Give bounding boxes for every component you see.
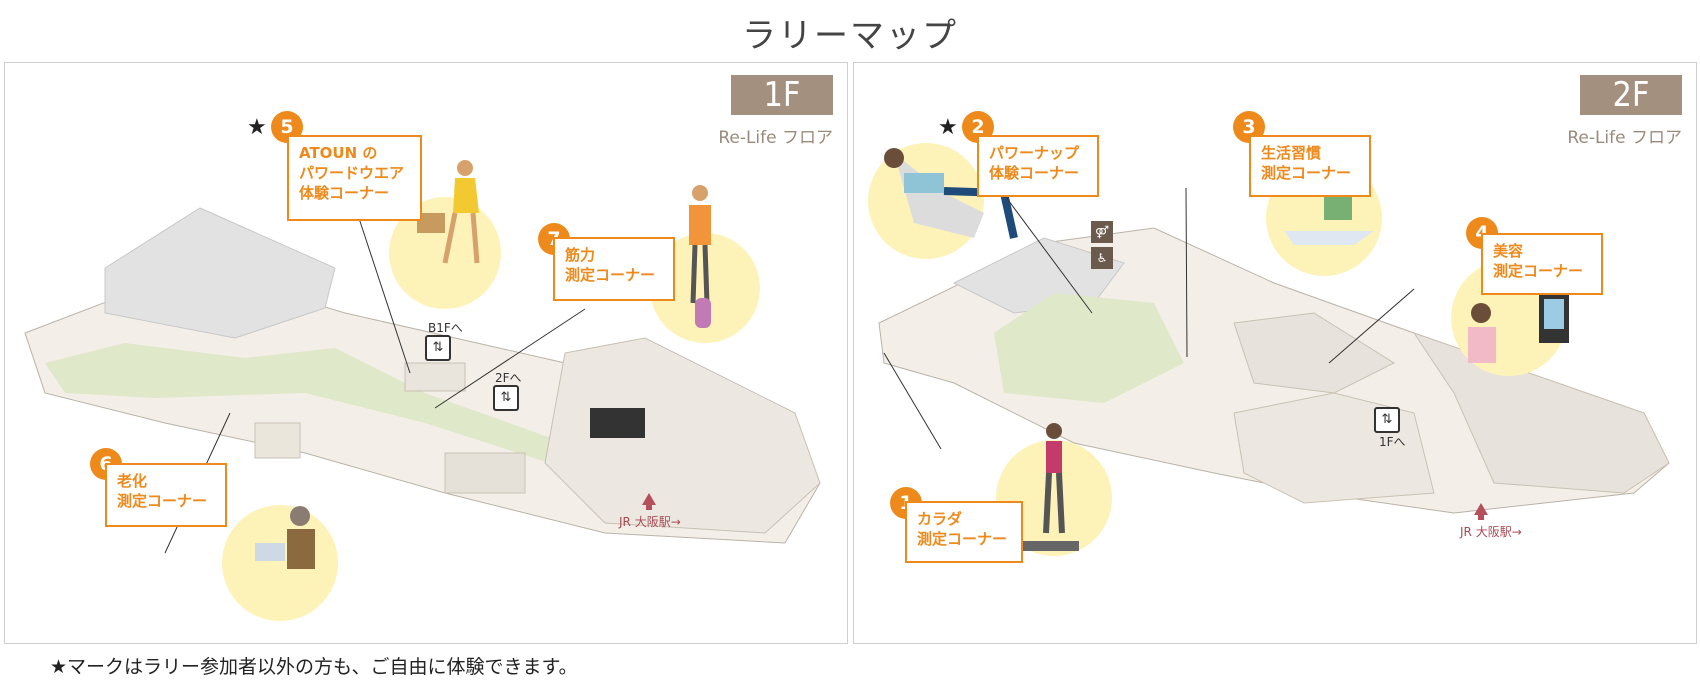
arrow-up-icon	[1474, 503, 1488, 520]
floor-badge-1f: 1F	[731, 75, 833, 115]
star-icon: ★	[938, 115, 958, 140]
escalator-icon: ⇅	[425, 335, 451, 361]
person-figure-icon	[1468, 293, 1569, 363]
floor-name-2f: Re-Life フロア	[1567, 128, 1682, 148]
spot-callout-4[interactable]: 美容 測定コーナー	[1481, 233, 1603, 295]
spot-callout-5[interactable]: ATOUN の パワードウエア 体験コーナー	[287, 135, 422, 221]
floor-name-1f: Re-Life フロア	[718, 128, 833, 148]
restroom-icon: ⚤	[1091, 221, 1113, 243]
station-direction-1f: JR 大阪駅→	[619, 515, 681, 529]
sign-to-b1f: B1Fへ	[428, 321, 463, 335]
station-direction-2f: JR 大阪駅→	[1460, 525, 1522, 539]
floor-map-1f[interactable]: 1F Re-Life フロア ★ 5 ATOUN の パワードウエア 体験コーナ…	[4, 62, 848, 644]
spot-callout-3[interactable]: 生活習慣 測定コーナー	[1249, 135, 1371, 197]
spot-callout-6[interactable]: 老化 測定コーナー	[105, 463, 227, 527]
star-icon: ★	[247, 115, 267, 140]
floor-plan-2f-illustration	[868, 143, 1670, 556]
spot-callout-2[interactable]: パワーナップ 体験コーナー	[977, 135, 1099, 197]
arrow-up-icon	[642, 493, 656, 510]
footnote: ★マークはラリー参加者以外の方も、ご自由に体験できます。	[50, 656, 578, 678]
spot-callout-1[interactable]: カラダ 測定コーナー	[905, 501, 1023, 563]
sign-to-2f: 2Fへ	[495, 371, 522, 385]
floor-map-2f[interactable]: 2F Re-Life フロア ★ 2 パワーナップ 体験コーナー 3 生活習慣 …	[853, 62, 1697, 644]
sign-to-1f: 1Fへ	[1379, 435, 1406, 449]
person-figure-icon	[884, 148, 1018, 239]
person-figure-icon	[417, 160, 480, 264]
person-figure-icon	[1019, 423, 1079, 551]
accessible-icon: ♿	[1091, 247, 1113, 269]
person-figure-icon	[255, 506, 315, 569]
escalator-icon: ⇅	[1374, 407, 1400, 433]
spot-callout-7[interactable]: 筋力 測定コーナー	[553, 237, 675, 301]
page-title: ラリーマップ	[742, 16, 958, 56]
escalator-icon: ⇅	[493, 385, 519, 411]
floor-badge-2f: 2F	[1580, 75, 1682, 115]
floor-plan-1f-illustration	[24, 160, 821, 621]
person-figure-icon	[689, 185, 711, 328]
